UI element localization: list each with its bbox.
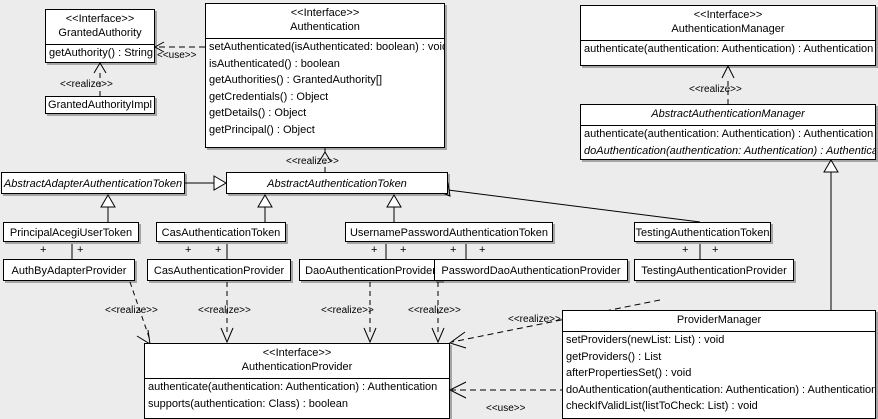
- label-realize-auth-by-adapter-provider: <<realize>>: [105, 305, 158, 316]
- class-abstract-authentication-manager[interactable]: AbstractAuthenticationManager authentica…: [580, 104, 876, 160]
- operations-compartment: authenticate(authentication: Authenticat…: [581, 40, 875, 58]
- class-header: AbstractAuthenticationManager: [581, 105, 875, 125]
- edge-generalization-provider-manager: [823, 159, 839, 310]
- class-header: <<Interface>> GrantedAuthority: [46, 10, 154, 44]
- edge-generalization-username-password-token: [386, 194, 402, 222]
- class-authentication-provider[interactable]: <<Interface>> AuthenticationProvider aut…: [144, 343, 450, 419]
- class-auth-by-adapter-provider[interactable]: AuthByAdapterProvider: [3, 259, 135, 281]
- association-plus-mark: +: [77, 244, 84, 256]
- operation-item: supports(authentication: Class) : boolea…: [148, 397, 348, 410]
- class-name: PasswordDaoAuthenticationProvider: [441, 265, 621, 277]
- class-header: ProviderManager: [563, 311, 875, 331]
- class-provider-manager[interactable]: ProviderManager setProviders(newList: Li…: [562, 310, 876, 419]
- label-realize-cas-authentication-provider: <<realize>>: [198, 305, 251, 316]
- edge-generalization-cas-token: [257, 194, 273, 222]
- association-plus-mark: +: [682, 244, 689, 256]
- association-plus-mark: +: [450, 244, 457, 256]
- edge-generalization-principal-acegi-token: [100, 194, 116, 222]
- operations-compartment: getAuthority() : String: [46, 44, 154, 62]
- operation-item: doAuthentication(authentication: Authent…: [566, 383, 876, 396]
- operation-item: setProviders(newList: List) : void: [566, 334, 725, 346]
- association-plus-mark: +: [215, 244, 222, 256]
- class-name: AuthenticationProvider: [241, 361, 353, 373]
- class-testing-authentication-provider[interactable]: TestingAuthenticationProvider: [634, 259, 794, 281]
- label-realize-granted-authority-impl: <<realize>>: [60, 79, 113, 90]
- class-name: AbstractAuthenticationManager: [651, 108, 805, 120]
- operation-item: afterPropertiesSet() : void: [566, 367, 692, 379]
- operation-item: authenticate(authentication: Authenticat…: [584, 128, 874, 140]
- label-realize-dao-authentication-provider: <<realize>>: [321, 305, 374, 316]
- class-name: AuthByAdapterProvider: [11, 265, 127, 277]
- class-username-password-authentication-token[interactable]: UsernamePasswordAuthenticationToken: [345, 222, 553, 242]
- operation-item: isAuthenticated() : boolean: [209, 57, 340, 70]
- class-authentication[interactable]: <<Interface>> Authentication setAuthenti…: [205, 3, 445, 148]
- operations-compartment: authenticate(authentication: Authenticat…: [581, 125, 875, 159]
- association-plus-mark: +: [712, 244, 719, 256]
- class-password-dao-authentication-provider[interactable]: PasswordDaoAuthenticationProvider: [434, 259, 628, 281]
- operations-compartment: setAuthenticated(isAuthenticated: boolea…: [206, 38, 444, 138]
- association-plus-mark: +: [40, 244, 47, 256]
- association-plus-mark: +: [479, 244, 486, 256]
- class-abstract-authentication-token[interactable]: AbstractAuthenticationToken: [226, 172, 448, 194]
- operation-item: authenticate(authentication: Authenticat…: [584, 43, 874, 55]
- operations-compartment: setProviders(newList: List) : void getPr…: [563, 331, 875, 415]
- label-realize-password-dao-provider: <<realize>>: [408, 305, 461, 316]
- operation-item: getDetails() : Object: [209, 107, 307, 119]
- label-realize-abstract-authentication-manager: <<realize>>: [689, 84, 742, 95]
- class-authentication-manager[interactable]: <<Interface>> AuthenticationManager auth…: [580, 5, 876, 66]
- class-name: AuthenticationManager: [671, 23, 785, 35]
- class-header: <<Interface>> Authentication: [206, 4, 444, 38]
- edge-generalization-abstract-adapter-token: [185, 175, 227, 191]
- class-name: TestingAuthenticationProvider: [641, 265, 787, 277]
- operation-item: getProviders() : List: [566, 350, 662, 363]
- label-realize-abstract-authentication-token: <<realize>>: [286, 156, 339, 167]
- class-name: GrantedAuthorityImpl: [48, 99, 152, 111]
- class-name: CasAuthenticationToken: [161, 227, 281, 239]
- association-plus-mark: +: [371, 244, 378, 256]
- class-name: UsernamePasswordAuthenticationToken: [349, 227, 549, 239]
- operation-item: checkIfValidList(listToCheck: List) : vo…: [566, 400, 758, 412]
- class-name: DaoAuthenticationProvider: [305, 265, 436, 277]
- class-dao-authentication-provider[interactable]: DaoAuthenticationProvider: [299, 259, 442, 281]
- class-abstract-adapter-authentication-token[interactable]: AbstractAdapterAuthenticationToken: [1, 172, 185, 194]
- class-name: PrincipalAcegiUserToken: [9, 227, 133, 239]
- class-name: CasAuthenticationProvider: [153, 265, 285, 277]
- class-cas-authentication-provider[interactable]: CasAuthenticationProvider: [147, 259, 291, 281]
- operation-item: getCredentials() : Object: [209, 90, 329, 103]
- class-principal-acegi-user-token[interactable]: PrincipalAcegiUserToken: [3, 222, 139, 242]
- class-cas-authentication-token[interactable]: CasAuthenticationToken: [156, 222, 286, 242]
- class-name: AbstractAuthenticationToken: [267, 178, 407, 190]
- operations-compartment: authenticate(authentication: Authenticat…: [145, 378, 449, 412]
- operation-item: getAuthorities() : GrantedAuthority[]: [209, 74, 383, 86]
- operation-item: doAuthentication(authentication: Authent…: [584, 144, 876, 157]
- association-plus-mark: +: [185, 244, 192, 256]
- operation-item: authenticate(authentication: Authenticat…: [148, 381, 438, 393]
- label-use-granted-authority: <<use>>: [157, 50, 197, 61]
- operation-item: getAuthority() : String: [49, 47, 153, 59]
- class-stereotype: <<Interface>>: [290, 7, 360, 19]
- class-stereotype: <<Interface>>: [262, 347, 332, 359]
- class-header: <<Interface>> AuthenticationManager: [581, 6, 875, 40]
- class-name: TestingAuthenticationToken: [635, 227, 770, 239]
- class-name: ProviderManager: [676, 314, 762, 326]
- label-use-provider-manager: <<use>>: [486, 403, 526, 414]
- class-stereotype: <<Interface>>: [693, 9, 763, 21]
- class-testing-authentication-token[interactable]: TestingAuthenticationToken: [634, 222, 771, 242]
- edge-generalization-testing-token: [434, 182, 701, 223]
- label-realize-provider-manager: <<realize>>: [508, 314, 561, 325]
- class-granted-authority-impl[interactable]: GrantedAuthorityImpl: [45, 96, 155, 114]
- class-stereotype: <<Interface>>: [65, 13, 135, 25]
- class-granted-authority[interactable]: <<Interface>> GrantedAuthority getAuthor…: [45, 9, 155, 63]
- operation-item: getPrincipal() : Object: [209, 123, 315, 136]
- class-name: Authentication: [290, 21, 360, 33]
- class-name: AbstractAdapterAuthenticationToken: [3, 178, 183, 190]
- class-header: <<Interface>> AuthenticationProvider: [145, 344, 449, 378]
- class-name: GrantedAuthority: [58, 27, 142, 39]
- operation-item: setAuthenticated(isAuthenticated: boolea…: [209, 41, 445, 53]
- association-plus-mark: +: [400, 244, 407, 256]
